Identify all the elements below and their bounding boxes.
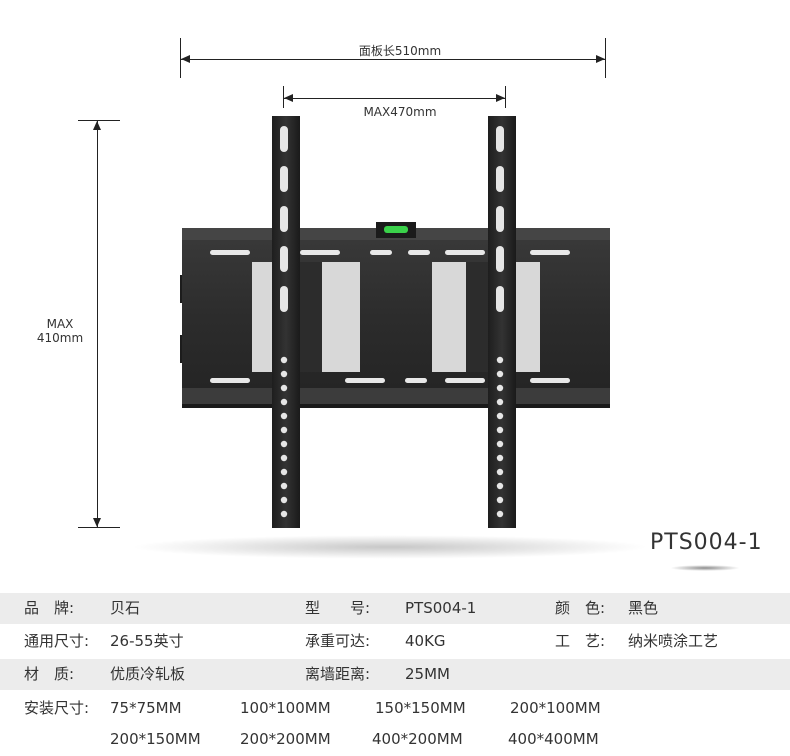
mount-size-item: 200*100MM <box>510 699 601 717</box>
max-width-arrow-left <box>284 94 293 102</box>
brand-label: 品 牌: <box>24 599 75 617</box>
max-width-tick-right <box>505 86 506 108</box>
specs-table: 品 牌: 贝石 型 号: PTS004-1 颜 色: 黑色 通用尺寸: 26-5… <box>0 593 790 756</box>
wall-distance-value: 25MM <box>405 665 450 683</box>
product-shadow <box>130 535 650 559</box>
panel-width-line <box>181 59 605 60</box>
model-value: PTS004-1 <box>405 599 477 617</box>
model-title-shadow <box>670 565 740 571</box>
max-width-tick-left <box>283 86 284 108</box>
load-label: 承重可达: <box>305 632 371 650</box>
max-width-label: MAX470mm <box>363 105 437 119</box>
spec-row-5: 200*150MM 200*200MM 400*200MM 400*400MM <box>0 724 790 755</box>
panel-width-arrow-right <box>596 55 605 63</box>
max-height-label-1: MAX <box>30 317 90 331</box>
material-label: 材 质: <box>24 665 75 683</box>
mount-size-item: 150*150MM <box>375 699 466 717</box>
model-label: 型 号: <box>305 599 371 617</box>
max-height-arrow-bottom <box>93 518 101 527</box>
max-height-line <box>97 121 98 527</box>
spec-row-1: 品 牌: 贝石 型 号: PTS004-1 颜 色: 黑色 <box>0 593 790 624</box>
spec-row-4: 安装尺寸: 75*75MM 100*100MM 150*150MM 200*10… <box>0 693 790 724</box>
brand-value: 贝石 <box>110 599 141 617</box>
max-width-line <box>284 98 505 99</box>
max-height-label-2: 410mm <box>30 331 90 345</box>
mount-size-item: 200*150MM <box>110 730 201 748</box>
craft-value: 纳米喷涂工艺 <box>628 632 719 650</box>
material-value: 优质冷轧板 <box>110 665 186 683</box>
wall-distance-label: 离墙距离: <box>305 665 371 683</box>
mount-size-item: 200*200MM <box>240 730 331 748</box>
spec-row-2: 通用尺寸: 26-55英寸 承重可达: 40KG 工 艺: 纳米喷涂工艺 <box>0 626 790 657</box>
size-label: 通用尺寸: <box>24 632 90 650</box>
panel-width-arrow-left <box>181 55 190 63</box>
craft-label: 工 艺: <box>555 632 606 650</box>
mount-size-item: 100*100MM <box>240 699 331 717</box>
load-value: 40KG <box>405 632 446 650</box>
spec-row-3: 材 质: 优质冷轧板 离墙距离: 25MM <box>0 659 790 690</box>
panel-width-tick-left <box>180 38 181 78</box>
panel-width-label: 面板长510mm <box>330 42 470 59</box>
mount-size-item: 75*75MM <box>110 699 182 717</box>
model-title: PTS004-1 <box>650 530 763 555</box>
mount-size-label: 安装尺寸: <box>24 699 90 717</box>
max-width-arrow-right <box>496 94 505 102</box>
panel-width-tick-right <box>605 38 606 78</box>
size-value: 26-55英寸 <box>110 632 184 650</box>
wall-mount-bracket-image <box>180 116 610 528</box>
color-value: 黑色 <box>628 599 659 617</box>
max-height-arrow-top <box>93 121 101 130</box>
color-label: 颜 色: <box>555 599 606 617</box>
mount-size-item: 400*200MM <box>372 730 463 748</box>
max-height-tick-bottom <box>78 527 120 528</box>
max-height-tick-top <box>78 120 120 121</box>
mount-size-item: 400*400MM <box>508 730 599 748</box>
